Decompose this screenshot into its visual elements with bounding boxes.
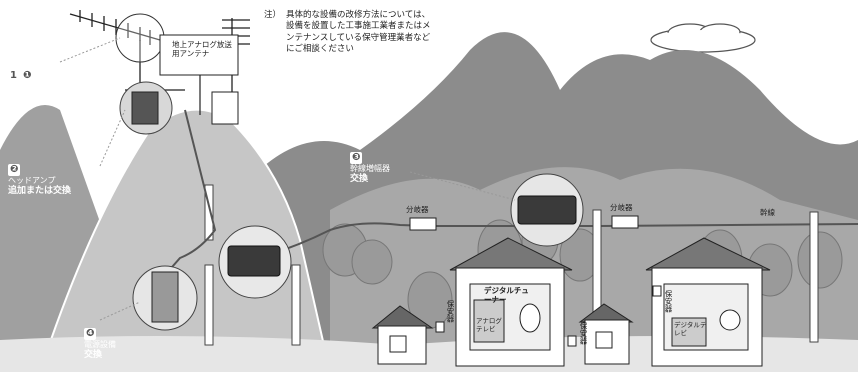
digital-tv-icon bbox=[671, 317, 707, 347]
protector-2-label: 保安器 bbox=[579, 322, 588, 345]
item4-number: ❹ bbox=[84, 328, 97, 340]
item1-action: 追加 bbox=[8, 100, 27, 111]
house-center bbox=[449, 237, 573, 367]
analog-antenna-label: 地上アナログ放送用アンテナ bbox=[172, 40, 232, 58]
item3-action: 交換 bbox=[350, 173, 369, 184]
head-amp-icon bbox=[131, 91, 159, 125]
item3-number: ❸ bbox=[350, 152, 363, 164]
protector-3-label: 保安器 bbox=[664, 290, 673, 313]
item1-box-number: 1 bbox=[8, 70, 19, 82]
note: 注） 具体的な設備の改修方法については、設備を設置した工事施工業者またはメンテナ… bbox=[264, 10, 434, 56]
item4-action: 交換 bbox=[84, 349, 103, 360]
item2-text: ヘッドアンプ bbox=[8, 176, 56, 186]
item3-label: ❸ 幹線増幅器 交換 bbox=[350, 146, 410, 184]
item2-label: ❷ ヘッドアンプ 追加または交換 bbox=[8, 158, 100, 196]
antenna-sign-board bbox=[159, 34, 239, 76]
digital-tv-label: デジタルテレビ bbox=[674, 321, 707, 337]
house-right bbox=[645, 237, 771, 367]
item1-text: 地上デジタル放送用UHFアンテナ bbox=[8, 82, 97, 101]
ground bbox=[0, 336, 858, 372]
cloud-icon bbox=[650, 23, 756, 53]
house-center-small bbox=[578, 303, 634, 365]
power-unit-icon bbox=[151, 271, 179, 323]
protector-1-icon bbox=[435, 321, 445, 333]
trunk-amp-replace-icon bbox=[517, 195, 577, 225]
digital-tuner-icon bbox=[473, 299, 505, 343]
item1-number: ❶ bbox=[20, 70, 34, 82]
trunk-amp-icon bbox=[227, 245, 281, 277]
protector-1-label: 保安器 bbox=[446, 300, 455, 323]
note-text: 具体的な設備の改修方法については、設備を設置した工事施工業者またはメンテナンスし… bbox=[286, 10, 431, 55]
note-mark: 注） bbox=[264, 10, 282, 20]
trunk-label: 幹線 bbox=[760, 208, 775, 217]
item2-action: 追加または交換 bbox=[8, 185, 72, 196]
power-box-icon bbox=[211, 91, 239, 125]
splitter-2-label: 分岐器 bbox=[610, 203, 633, 212]
digital-tuner-label: デジタルチューナー bbox=[484, 286, 529, 304]
splitter-1-icon bbox=[409, 217, 437, 231]
main-hill bbox=[38, 108, 332, 372]
item2-number: ❷ bbox=[8, 164, 21, 176]
item4-label: ❹ 電源設備 交換 bbox=[84, 322, 144, 360]
item4-text: 電源設備 bbox=[84, 340, 116, 350]
protector-2-icon bbox=[567, 335, 577, 347]
splitter-1-label: 分岐器 bbox=[406, 205, 429, 214]
protector-3-icon bbox=[652, 285, 662, 297]
item3-text: 幹線増幅器 bbox=[350, 164, 390, 174]
house-left-small bbox=[371, 305, 434, 365]
analog-tv-label: アナログテレビ bbox=[476, 317, 502, 333]
splitter-2-icon bbox=[611, 215, 639, 229]
